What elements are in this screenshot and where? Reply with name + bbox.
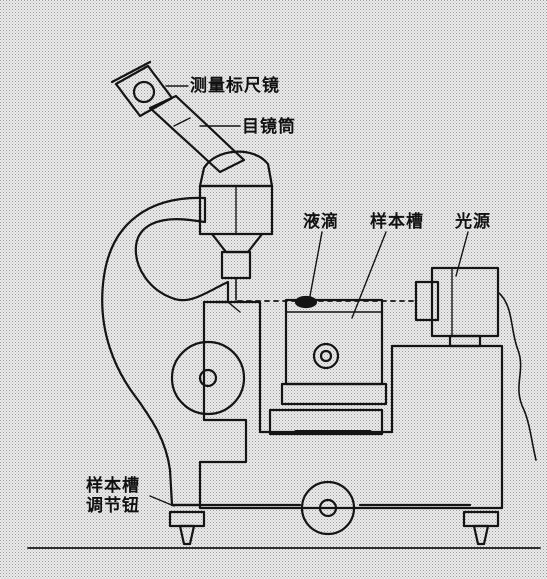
label-droplet: 液滴 <box>303 212 339 232</box>
scale-eyepiece-rim <box>110 60 152 84</box>
leader-sample-cell <box>351 231 387 319</box>
label-light-source: 光源 <box>455 212 491 232</box>
knob-hub <box>318 498 338 518</box>
label-sample-cell-knob-line2: 调节钮 <box>86 496 140 516</box>
knob-wheel <box>300 480 356 536</box>
eyepiece-head <box>198 150 274 188</box>
right-foot <box>462 510 500 528</box>
base-cabinet <box>198 344 504 510</box>
scale-eyepiece-lens <box>132 80 156 104</box>
focus-wheel <box>170 340 246 416</box>
left-foot <box>168 510 206 528</box>
label-measuring-scale-eyepiece: 测量标尺镜 <box>190 76 280 96</box>
eyepiece-tube-mark <box>173 117 191 127</box>
scale-eyepiece-body <box>114 64 174 118</box>
light-source-lamp <box>414 280 440 322</box>
left-foot-pad <box>178 524 196 546</box>
label-sample-cell-knob: 样本槽 调节钮 <box>86 476 166 516</box>
sample-cell-port-inner <box>319 349 333 363</box>
label-sample-cell-knob-line1: 样本槽 <box>86 476 140 496</box>
focus-wheel-hub <box>198 368 218 388</box>
leader-knob <box>149 495 175 507</box>
right-foot-pad <box>472 524 490 546</box>
leader-light <box>455 231 469 277</box>
label-eyepiece-tube: 目镜筒 <box>242 117 296 137</box>
sample-cell-base <box>280 382 388 406</box>
sample-cell-port <box>312 342 340 370</box>
label-sample-cell: 样本槽 <box>370 212 424 232</box>
leader-droplet <box>309 231 323 297</box>
droplet-shape <box>294 295 318 309</box>
power-cord <box>497 291 537 461</box>
leader-arm <box>227 301 241 313</box>
